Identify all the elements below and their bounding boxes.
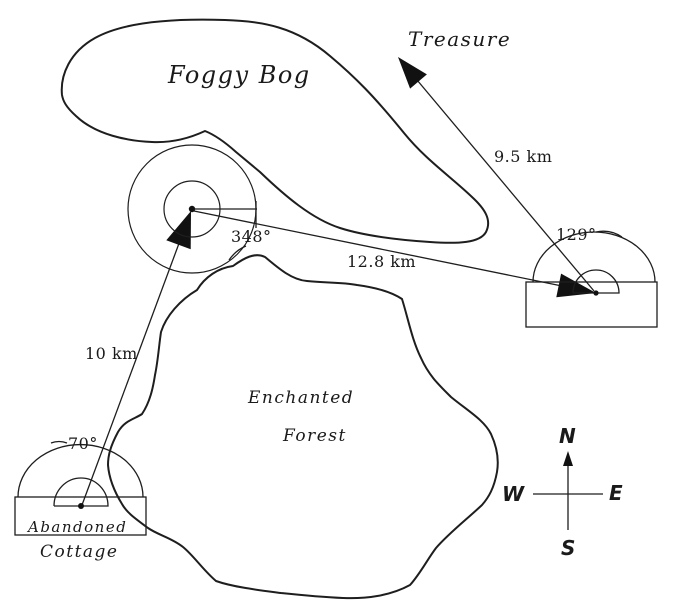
leg-middle-arrowhead-icon <box>556 273 596 298</box>
right-protractor-bearing-label: 129° <box>556 225 597 244</box>
compass-rose-north-label: N <box>559 424 576 448</box>
leg-middle-distance-label: 12.8 km <box>347 252 416 271</box>
leg-middle-line <box>193 210 563 287</box>
cottage-protractor-inner-arc <box>53 477 109 507</box>
right-protractor-outer-arc <box>532 231 656 283</box>
foggy-bog-outline <box>60 18 490 244</box>
leg-cottage-distance-label: 10 km <box>85 344 138 363</box>
circle-protractor-center-dot <box>188 205 196 213</box>
cottage-protractor-base <box>14 496 147 536</box>
treasure-label: Treasure <box>408 27 511 51</box>
leg-cottage-line <box>81 237 182 506</box>
enchanted-forest-region: Enchanted Forest <box>107 254 499 600</box>
compass-rose-north-arrow-icon <box>563 451 573 466</box>
leg-treasure-line <box>411 73 595 292</box>
cottage-label-line1: Abandoned <box>26 518 127 536</box>
route-lines: 10 km 12.8 km 9.5 km Treasure <box>81 27 596 506</box>
cottage-protractor-center-dot <box>78 503 84 509</box>
right-protractor-label-leader <box>595 230 623 238</box>
right-protractor-inner-arc <box>572 269 620 294</box>
circle-protractor: 348° <box>127 144 272 274</box>
right-protractor-center-dot <box>593 290 599 296</box>
leg-cottage-arrowhead-icon <box>166 211 191 250</box>
circle-protractor-bearing-label: 348° <box>231 227 272 246</box>
cottage-label-line2: Cottage <box>40 542 118 562</box>
leg-treasure-arrowhead-icon <box>398 57 427 89</box>
compass-rose-east-label: E <box>609 481 623 505</box>
enchanted-forest-label-line2: Forest <box>282 426 347 446</box>
foggy-bog-region: Foggy Bog <box>60 18 490 244</box>
circle-protractor-label-leader <box>228 245 247 261</box>
foggy-bog-label: Foggy Bog <box>167 61 311 89</box>
right-protractor-base <box>525 281 658 328</box>
compass-rose-south-label: S <box>561 536 575 560</box>
cottage-protractor-outer-arc <box>17 443 144 498</box>
cottage-protractor: 70° Abandoned Cottage <box>14 434 147 562</box>
cottage-protractor-bearing-label: 70° <box>68 434 98 453</box>
compass-rose: N W E S <box>502 424 623 560</box>
enchanted-forest-outline <box>107 254 499 600</box>
right-protractor: 129° <box>525 225 658 328</box>
leg-treasure-distance-label: 9.5 km <box>494 147 552 166</box>
compass-rose-west-label: W <box>502 482 525 506</box>
enchanted-forest-label-line1: Enchanted <box>247 388 354 408</box>
cottage-protractor-label-leader <box>50 440 68 444</box>
